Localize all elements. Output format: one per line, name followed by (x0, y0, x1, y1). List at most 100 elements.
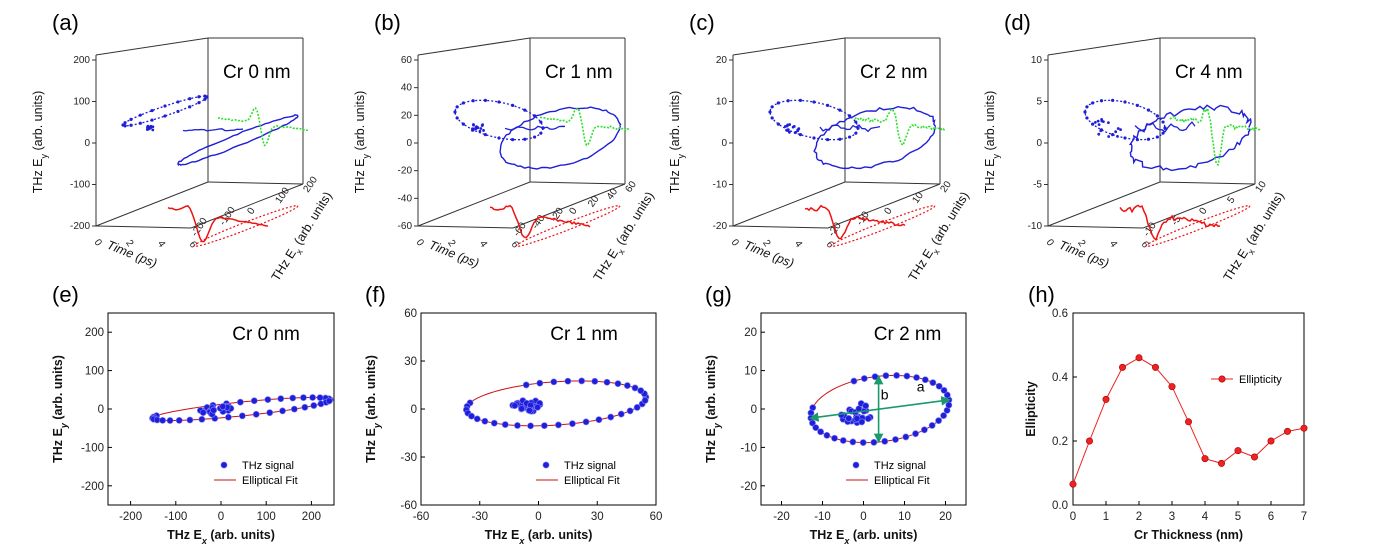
ey-time-point (776, 101, 781, 105)
thz-signal-point (309, 394, 317, 401)
knot-point (472, 123, 475, 127)
thz-signal-point (862, 402, 870, 410)
legend-signal-label: THz signal (564, 460, 616, 472)
x-tick-label: 200 (302, 511, 321, 523)
cr-annotation: Cr 0 nm (223, 62, 291, 83)
box-top-edge (417, 37, 625, 56)
ey-time-point (138, 113, 142, 117)
y-tick-label: 200 (85, 327, 104, 339)
thz-signal-point (870, 438, 878, 446)
legend-signal-marker (852, 461, 860, 469)
legend-fit-label: Elliptical Fit (874, 475, 930, 487)
x-axis-label-main: THz E (167, 528, 202, 542)
thz-signal-point (859, 439, 867, 446)
projection-ey-time (768, 98, 860, 142)
ellipticity-point (1218, 459, 1226, 467)
ey-time-point (768, 110, 772, 114)
time-tick-label: 2 (1075, 238, 1087, 249)
ex-axis-subscript: x (1246, 247, 1257, 257)
ey-tick-label: 20 (716, 55, 728, 66)
exey-3d-tail (819, 124, 881, 133)
ey-time-point (854, 131, 858, 135)
plot-frame (1072, 312, 1305, 506)
ellipticity-point (1152, 363, 1160, 371)
x-tick-label: 60 (650, 511, 663, 523)
ellipticity-point (1102, 395, 1110, 403)
knot-point (786, 129, 790, 132)
ey-time-point (1085, 116, 1089, 120)
thz-signal-point (631, 384, 639, 392)
exey-3d-tail (182, 128, 244, 132)
ey-wall-trace (539, 107, 631, 147)
y-tick-label: -30 (400, 452, 417, 464)
ey-time-point (483, 133, 488, 137)
thz-signal-point (864, 415, 872, 423)
thz-signal-point (582, 418, 590, 426)
knot-point (792, 125, 796, 128)
time-tick-label: 4 (1107, 239, 1119, 250)
ey-time-point (176, 100, 180, 104)
ey-tick-label: -10 (1028, 221, 1043, 232)
ey-tick-label: 200 (73, 55, 90, 66)
thz-signal-point (325, 397, 333, 405)
ey-time-point (847, 114, 852, 118)
exey-3d-tail (1134, 121, 1196, 133)
thz-signal-point (623, 382, 631, 389)
time-tick-label: 6 (1139, 239, 1151, 250)
thz-signal-point (250, 397, 258, 405)
legend-label: Ellipticity (1239, 374, 1282, 386)
cr-annotation: Cr 2 nm (860, 62, 928, 83)
thz-signal-point (198, 415, 206, 423)
time-axis-line (417, 225, 514, 229)
panel-label: (b) (374, 10, 401, 35)
x-axis-label-sub: x (843, 536, 850, 546)
ey-tick-label: -10 (713, 180, 728, 191)
thz-signal-point (534, 403, 541, 411)
ey-time-point (176, 109, 180, 114)
ey-time-point (798, 133, 803, 137)
y-tick-label: 20 (744, 327, 757, 339)
ey-time-point (497, 100, 501, 104)
thz-signal-point (522, 381, 530, 389)
thz-signal-point (289, 394, 297, 402)
cr-annotation: Cr 0 nm (232, 324, 300, 345)
thz-signal-point (219, 403, 227, 410)
thz-signal-point (481, 417, 489, 425)
x-tick-label: 100 (257, 511, 276, 523)
thz-signal-point (603, 378, 611, 386)
exey-3d-tail (504, 125, 566, 131)
x-tick-label: 1 (1103, 511, 1109, 523)
ex-tick-label: 60 (623, 179, 639, 195)
x-tick-label: 30 (591, 511, 604, 523)
ey-time-point (776, 122, 781, 126)
thz-signal-point (301, 403, 309, 411)
ey-axis-unit: (arb. units) (668, 91, 682, 154)
thz-signal-point (831, 434, 838, 442)
ey-time-point (1135, 137, 1139, 142)
exey-3d-path (177, 114, 299, 167)
ey-axis-label: THz Ey (arb. units) (668, 91, 686, 193)
y-tick-label: 30 (404, 356, 417, 368)
ey-tick-label: 40 (401, 83, 413, 94)
thz-signal-point (490, 419, 498, 427)
ex-tick-label: 100 (273, 185, 292, 205)
y-axis-label-sub: y (59, 422, 69, 429)
ey-time-point (510, 103, 515, 107)
ey-time-point (163, 104, 167, 108)
cr-annotation: Cr 4 nm (1175, 62, 1243, 83)
ellipticity-point (1168, 383, 1176, 391)
ey-tick-label: -40 (398, 193, 413, 204)
thz-signal-point (940, 386, 948, 394)
ey-tick-label: -20 (713, 221, 728, 232)
knot-point (1116, 127, 1120, 130)
legend-signal-label: THz signal (242, 460, 294, 472)
x-tick-label: 3 (1169, 511, 1175, 523)
time-tick-label: 0 (92, 237, 104, 248)
ellipticity-point (1234, 447, 1242, 455)
knot-point (1097, 123, 1101, 127)
thz-signal-point (617, 410, 625, 418)
